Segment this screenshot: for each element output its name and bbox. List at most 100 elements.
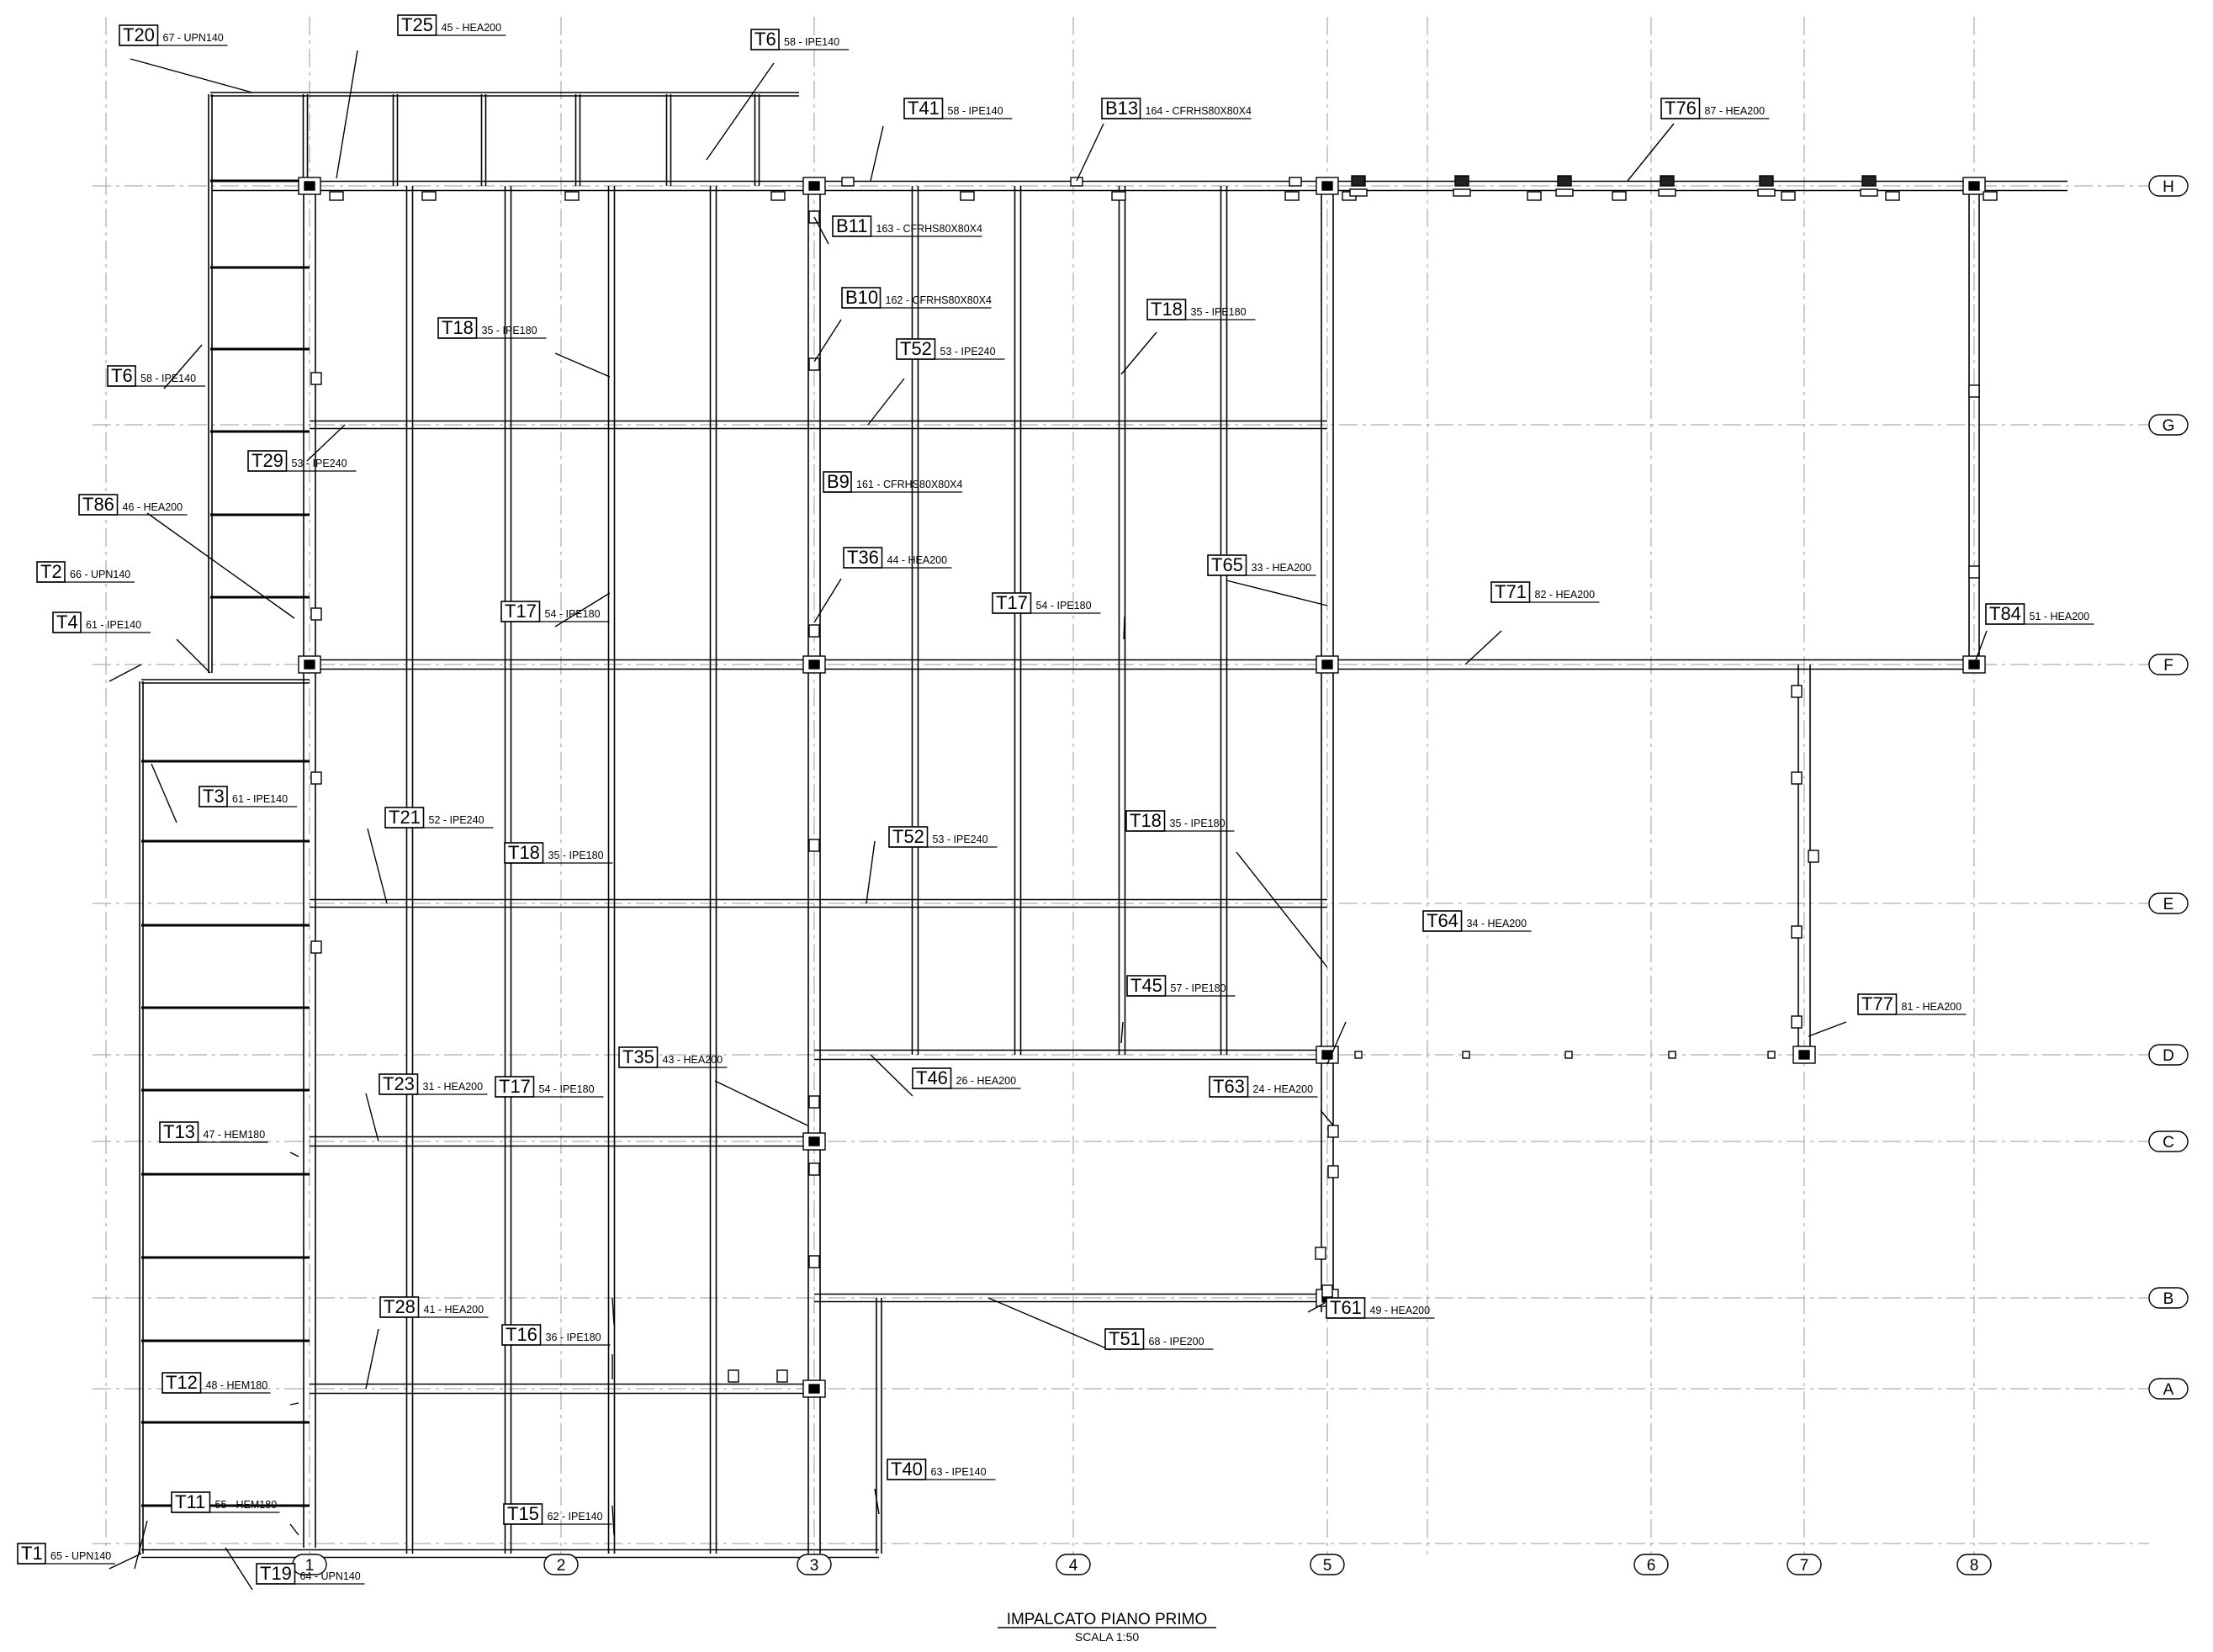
tag-leader-line <box>134 1520 148 1570</box>
member-tag-profile: 161 - CFRHS80X80X4 <box>856 479 963 490</box>
member-tag-id: T20 <box>123 24 155 45</box>
member-tag-id: T76 <box>1665 98 1697 119</box>
member-tag-profile: 67 - UPN140 <box>163 32 224 44</box>
column-axis-label: 7 <box>1800 1557 1809 1575</box>
row-axis-label: A <box>2163 1381 2174 1399</box>
column-axis-bubble <box>1787 1554 1822 1575</box>
connection-plate <box>1321 1284 1333 1298</box>
connection-plate <box>1321 659 1333 670</box>
member-tag-box <box>888 826 929 848</box>
member-tag-id: T17 <box>505 601 537 622</box>
tag-leader-line <box>1307 1302 1326 1313</box>
member-tag-profile: 24 - HEA200 <box>1253 1083 1314 1095</box>
member-tag-id: T4 <box>56 612 78 633</box>
member-tag-id: T65 <box>1211 554 1243 575</box>
member-tag-box <box>1209 1076 1249 1098</box>
row-axis-bubble <box>2148 654 2189 675</box>
member-tag-profile: 43 - HEA200 <box>663 1054 723 1066</box>
drawing-title: IMPALCATO PIANO PRIMO <box>1007 1611 1208 1628</box>
connection-plate <box>304 181 315 191</box>
member-tag-profile: 34 - HEA200 <box>1467 918 1527 929</box>
member-tag-id: T45 <box>1130 975 1162 996</box>
member-tag-box <box>500 601 541 622</box>
column-axis-bubble <box>797 1554 832 1575</box>
member-tag-profile: 65 - UPN140 <box>50 1550 111 1562</box>
tag-leader-line <box>870 125 884 182</box>
connection-plate <box>421 191 437 201</box>
member-tag-profile: 35 - IPE180 <box>1170 818 1226 829</box>
member-tag-box <box>256 1563 296 1585</box>
member-tag-box <box>161 1372 202 1394</box>
member-tag-box <box>199 786 228 807</box>
member-tag-profile: 44 - HEA200 <box>887 554 948 566</box>
member-tag-t20: T20 67 - UPN140 <box>119 24 228 46</box>
member-tag-box <box>1857 993 1898 1015</box>
connection-plate <box>1327 1125 1339 1138</box>
member-tag-profile: 53 - IPE240 <box>933 834 988 845</box>
member-tag-id: T41 <box>908 98 940 119</box>
member-tag-id: T40 <box>891 1459 923 1480</box>
member-tag-id: T18 <box>442 317 474 338</box>
connection-plate <box>310 372 322 385</box>
connection-plate <box>776 1369 788 1383</box>
member-tag-profile: 64 - UPN140 <box>300 1570 361 1582</box>
tag-leader-line <box>611 1297 615 1326</box>
member-tag-box <box>912 1067 952 1089</box>
connection-plate <box>1808 850 1819 863</box>
connection-plate <box>1555 188 1574 197</box>
column-axis-label: 3 <box>810 1557 819 1575</box>
connection-plate <box>1861 175 1877 187</box>
tag-leader-line <box>1236 851 1328 968</box>
member-tag-profile: 66 - UPN140 <box>70 569 130 580</box>
steel-beams <box>139 92 2067 1559</box>
member-tag-profile: 46 - HEA200 <box>123 501 183 513</box>
member-tag-id: T3 <box>203 786 225 807</box>
member-tag-id: T12 <box>166 1372 198 1393</box>
member-tag-box <box>1207 554 1247 576</box>
connection-plate <box>1070 177 1083 187</box>
member-tag-id: T64 <box>1427 910 1459 931</box>
connection-plate <box>1968 565 1980 579</box>
connection-plate <box>1983 191 1998 201</box>
tag-leader-line <box>225 1547 253 1591</box>
member-tag-id: T63 <box>1213 1076 1245 1097</box>
member-tag-id: T18 <box>1151 299 1183 320</box>
connection-plate <box>808 181 820 191</box>
member-tag-id: T17 <box>996 592 1028 613</box>
connection-plate <box>808 659 820 670</box>
tag-leader-line <box>611 1505 615 1536</box>
member-tag-box <box>841 287 881 309</box>
column-axis-label: 5 <box>1323 1557 1332 1575</box>
connection-plate <box>310 771 322 785</box>
connection-plate <box>1454 175 1469 187</box>
tag-leader-line <box>554 352 611 378</box>
member-tag-id: T86 <box>82 494 114 515</box>
member-tag-profile: 58 - IPE140 <box>948 105 1003 117</box>
connection-plate <box>564 191 580 201</box>
connection-plate <box>960 191 975 201</box>
column-axis-bubble <box>1956 1554 1992 1575</box>
tag-leader-line <box>109 664 142 682</box>
member-tag-id: B9 <box>827 471 850 492</box>
member-tag-profile: 51 - HEA200 <box>2030 611 2090 622</box>
connection-plate <box>1527 191 1542 201</box>
column-axis-bubble <box>543 1554 579 1575</box>
member-tag-id: T1 <box>21 1543 43 1564</box>
tag-leader-line <box>813 578 842 623</box>
member-tag-box <box>1422 910 1463 932</box>
member-tag-profile: 49 - HEA200 <box>1370 1305 1431 1316</box>
grid-lines <box>93 17 2149 1554</box>
drawing-scale: SCALA 1:50 <box>1075 1630 1139 1644</box>
member-tag-profile: 54 - IPE180 <box>545 608 601 620</box>
